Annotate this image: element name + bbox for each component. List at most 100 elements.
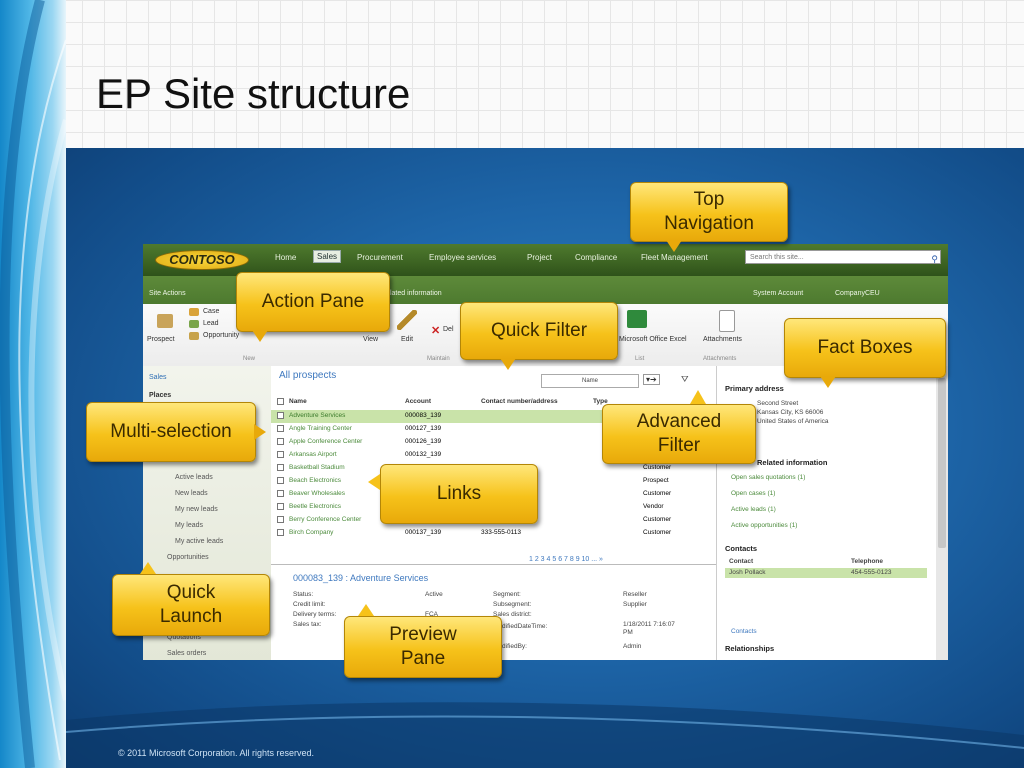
relationships-header[interactable]: Relationships [725,644,775,653]
filter-go-button[interactable]: ▾➔ [643,374,660,385]
nav-my-new-leads[interactable]: My new leads [175,506,218,513]
row-checkbox[interactable] [277,451,284,458]
factbox-scrollbar[interactable] [936,366,948,660]
prospect-button[interactable]: Prospect [147,336,175,343]
nav-project[interactable]: Project [527,253,552,262]
nav-compliance[interactable]: Compliance [575,253,618,262]
site-search-input[interactable]: Search this site... ⚲ [745,250,941,264]
callout-label: Advanced Filter [636,411,722,456]
attachment-icon [719,310,735,332]
excel-export-button[interactable]: Microsoft Office Excel [619,336,687,343]
contacts-header[interactable]: Contacts [725,544,758,553]
row-name-link[interactable]: Apple Conference Center [289,438,363,445]
select-all-checkbox[interactable] [277,398,284,405]
nav-sales[interactable]: Sales [313,250,342,263]
row-checkbox[interactable] [277,516,284,523]
row-checkbox[interactable] [277,464,284,471]
row-name-link[interactable]: Adventure Services [289,412,346,419]
related-info-header[interactable]: Related information [757,458,828,467]
related-information-link[interactable]: Related information [381,290,442,297]
primary-address-header[interactable]: Primary address [725,384,784,393]
table-row[interactable]: Arkansas Airport 000132_139 [271,449,716,462]
row-account: 000083_139 [405,412,442,419]
contacts-col: Contact [729,558,754,565]
contact-row[interactable]: Josh Pollack 454-555-0123 [725,568,927,578]
col-contact[interactable]: Contact number/address [481,398,558,405]
row-account: 000137_139 [405,529,442,536]
nav-quotations[interactable]: Quotations [167,634,201,641]
nav-my-leads[interactable]: My leads [175,522,204,529]
row-checkbox[interactable] [277,425,284,432]
scroll-thumb[interactable] [938,378,946,548]
row-checkbox[interactable] [277,503,284,510]
nav-fleet-management[interactable]: Fleet Management [641,253,708,262]
delete-button[interactable]: Del [443,326,454,333]
nav-sales-orders[interactable]: Sales orders [167,650,207,657]
related-link[interactable]: Active opportunities (1) [731,522,798,529]
col-account[interactable]: Account [405,398,431,405]
nav-home[interactable]: Home [275,253,297,262]
preview-label: Subsegment: [493,601,532,608]
row-account: 000132_139 [405,451,442,458]
col-name[interactable]: Name [289,398,307,405]
callout-top-navigation: Top Navigation [630,182,788,242]
prospect-icon [157,314,173,328]
quick-launch-header[interactable]: Sales [149,374,167,381]
row-name-link[interactable]: Berry Conference Center [289,516,362,523]
row-name-link[interactable]: Beach Electronics [289,477,342,484]
nav-employee-services[interactable]: Employee services [429,253,497,262]
advanced-filter-icon[interactable]: ⛛ [681,374,689,384]
col-type[interactable]: Type [593,398,608,405]
row-checkbox[interactable] [277,438,284,445]
row-contact: 333-555-0113 [481,529,521,536]
row-name-link[interactable]: Beetle Electronics [289,503,342,510]
related-link[interactable]: Active leads (1) [731,506,776,513]
table-row[interactable]: Beetle Electronics Vendor [271,501,716,514]
contacts-link[interactable]: Contacts [731,628,757,635]
row-checkbox[interactable] [277,477,284,484]
nav-new-leads[interactable]: New leads [175,490,208,497]
row-name-link[interactable]: Birch Company [289,529,334,536]
related-link[interactable]: Open cases (1) [731,490,776,497]
callout-quick-launch: Quick Launch [112,574,270,636]
view-button[interactable]: View [363,336,379,343]
row-name-link[interactable]: Angle Training Center [289,425,352,432]
attachments-button[interactable]: Attachments [703,336,742,343]
related-link[interactable]: Open sales quotations (1) [731,474,806,481]
new-lead-button[interactable]: Lead [203,320,219,327]
edit-button[interactable]: Edit [401,336,414,343]
row-type: Vendor [643,503,664,510]
group-maintain-label: Maintain [427,356,450,362]
slide-title: EP Site structure [96,70,411,117]
quick-filter-field[interactable]: Name [541,374,639,388]
callout-fact-boxes: Fact Boxes [784,318,946,378]
nav-procurement[interactable]: Procurement [357,253,403,262]
row-checkbox[interactable] [277,412,284,419]
nav-active-leads[interactable]: Active leads [175,474,213,481]
grid-pager[interactable]: 1 2 3 4 5 6 7 8 9 10 ... » [529,556,603,563]
row-name-link[interactable]: Basketball Stadium [289,464,345,471]
system-account-menu[interactable]: System Account [753,290,804,297]
new-opportunity-button[interactable]: Opportunity [203,332,240,339]
nav-opportunities[interactable]: Opportunities [167,554,209,561]
nav-my-active-leads[interactable]: My active leads [175,538,224,545]
row-name-link[interactable]: Beaver Wholesales [289,490,345,497]
preview-title[interactable]: 000083_139 : Adventure Services [293,573,429,583]
row-checkbox[interactable] [277,490,284,497]
site-actions-menu[interactable]: Site Actions [149,290,186,297]
search-icon[interactable]: ⚲ [931,254,938,264]
address-line: Second Street [757,400,799,407]
row-name-link[interactable]: Arkansas Airport [289,451,337,458]
company-selector[interactable]: CompanyCEU [835,290,880,297]
row-checkbox[interactable] [277,529,284,536]
preview-label: Segment: [493,591,521,598]
new-case-button[interactable]: Case [203,308,220,315]
grid-background [60,0,1024,148]
places-header[interactable]: Places [149,392,172,399]
